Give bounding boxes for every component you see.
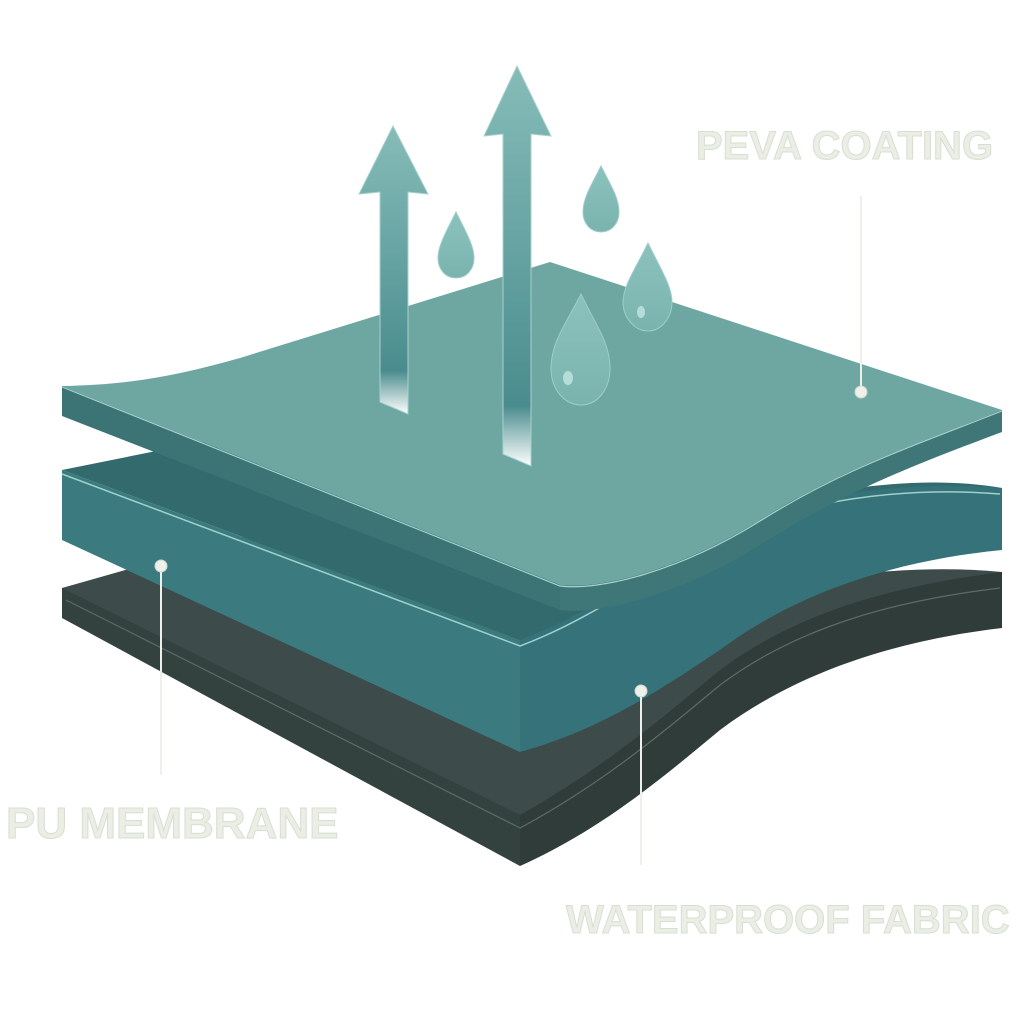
- up-arrow-icon: [358, 124, 429, 415]
- layer-bottom-left-side: [62, 588, 520, 866]
- water-drop-icon: [582, 164, 620, 233]
- water-drops: [437, 164, 673, 406]
- water-drop-icon: [622, 241, 673, 332]
- water-drop-highlight: [637, 306, 645, 318]
- label-waterproof-fabric: WATERPROOF FABRIC: [566, 898, 1011, 942]
- vapor-arrow-right: [483, 64, 552, 467]
- layer-top-left-side: [62, 386, 560, 610]
- layer-top-top-face: [62, 262, 1002, 586]
- water-drop-icon: [437, 210, 475, 279]
- leader-line-peva: [854, 196, 868, 399]
- leader-line-pu: [154, 559, 168, 775]
- label-peva-coating: PEVA COATING: [695, 124, 994, 168]
- label-pu-membrane: PU MEMBRANE: [5, 799, 339, 848]
- vapor-arrow-left: [358, 124, 429, 415]
- layer-peva-coating: [61, 262, 1003, 611]
- water-drop-highlight: [563, 371, 573, 385]
- layer-top-edge-highlight: [61, 386, 1003, 588]
- layer-bottom-highlight: [65, 587, 1001, 829]
- up-arrow-icon: [483, 64, 552, 467]
- leader-line-fabric: [634, 684, 648, 865]
- layer-middle-left-side: [62, 470, 520, 752]
- layer-top-right-side: [560, 410, 1002, 611]
